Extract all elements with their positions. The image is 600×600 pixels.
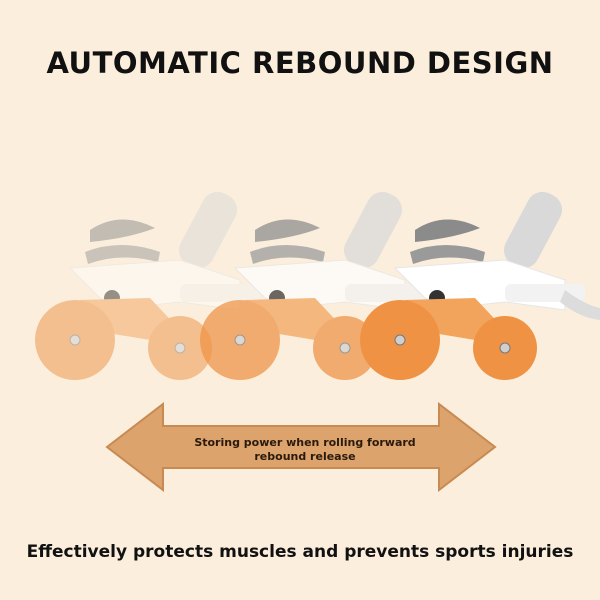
arrow-line-2: rebound release [254,450,356,463]
arrow-line-1: Storing power when rolling forward [194,436,416,449]
arrow-caption: Storing power when rolling forward rebou… [190,436,420,464]
page-title: AUTOMATIC REBOUND DESIGN [46,46,554,80]
ab-roller-illustration [34,185,600,381]
footer-tagline: Effectively protects muscles and prevent… [26,542,574,562]
double-arrow-icon [105,402,497,492]
